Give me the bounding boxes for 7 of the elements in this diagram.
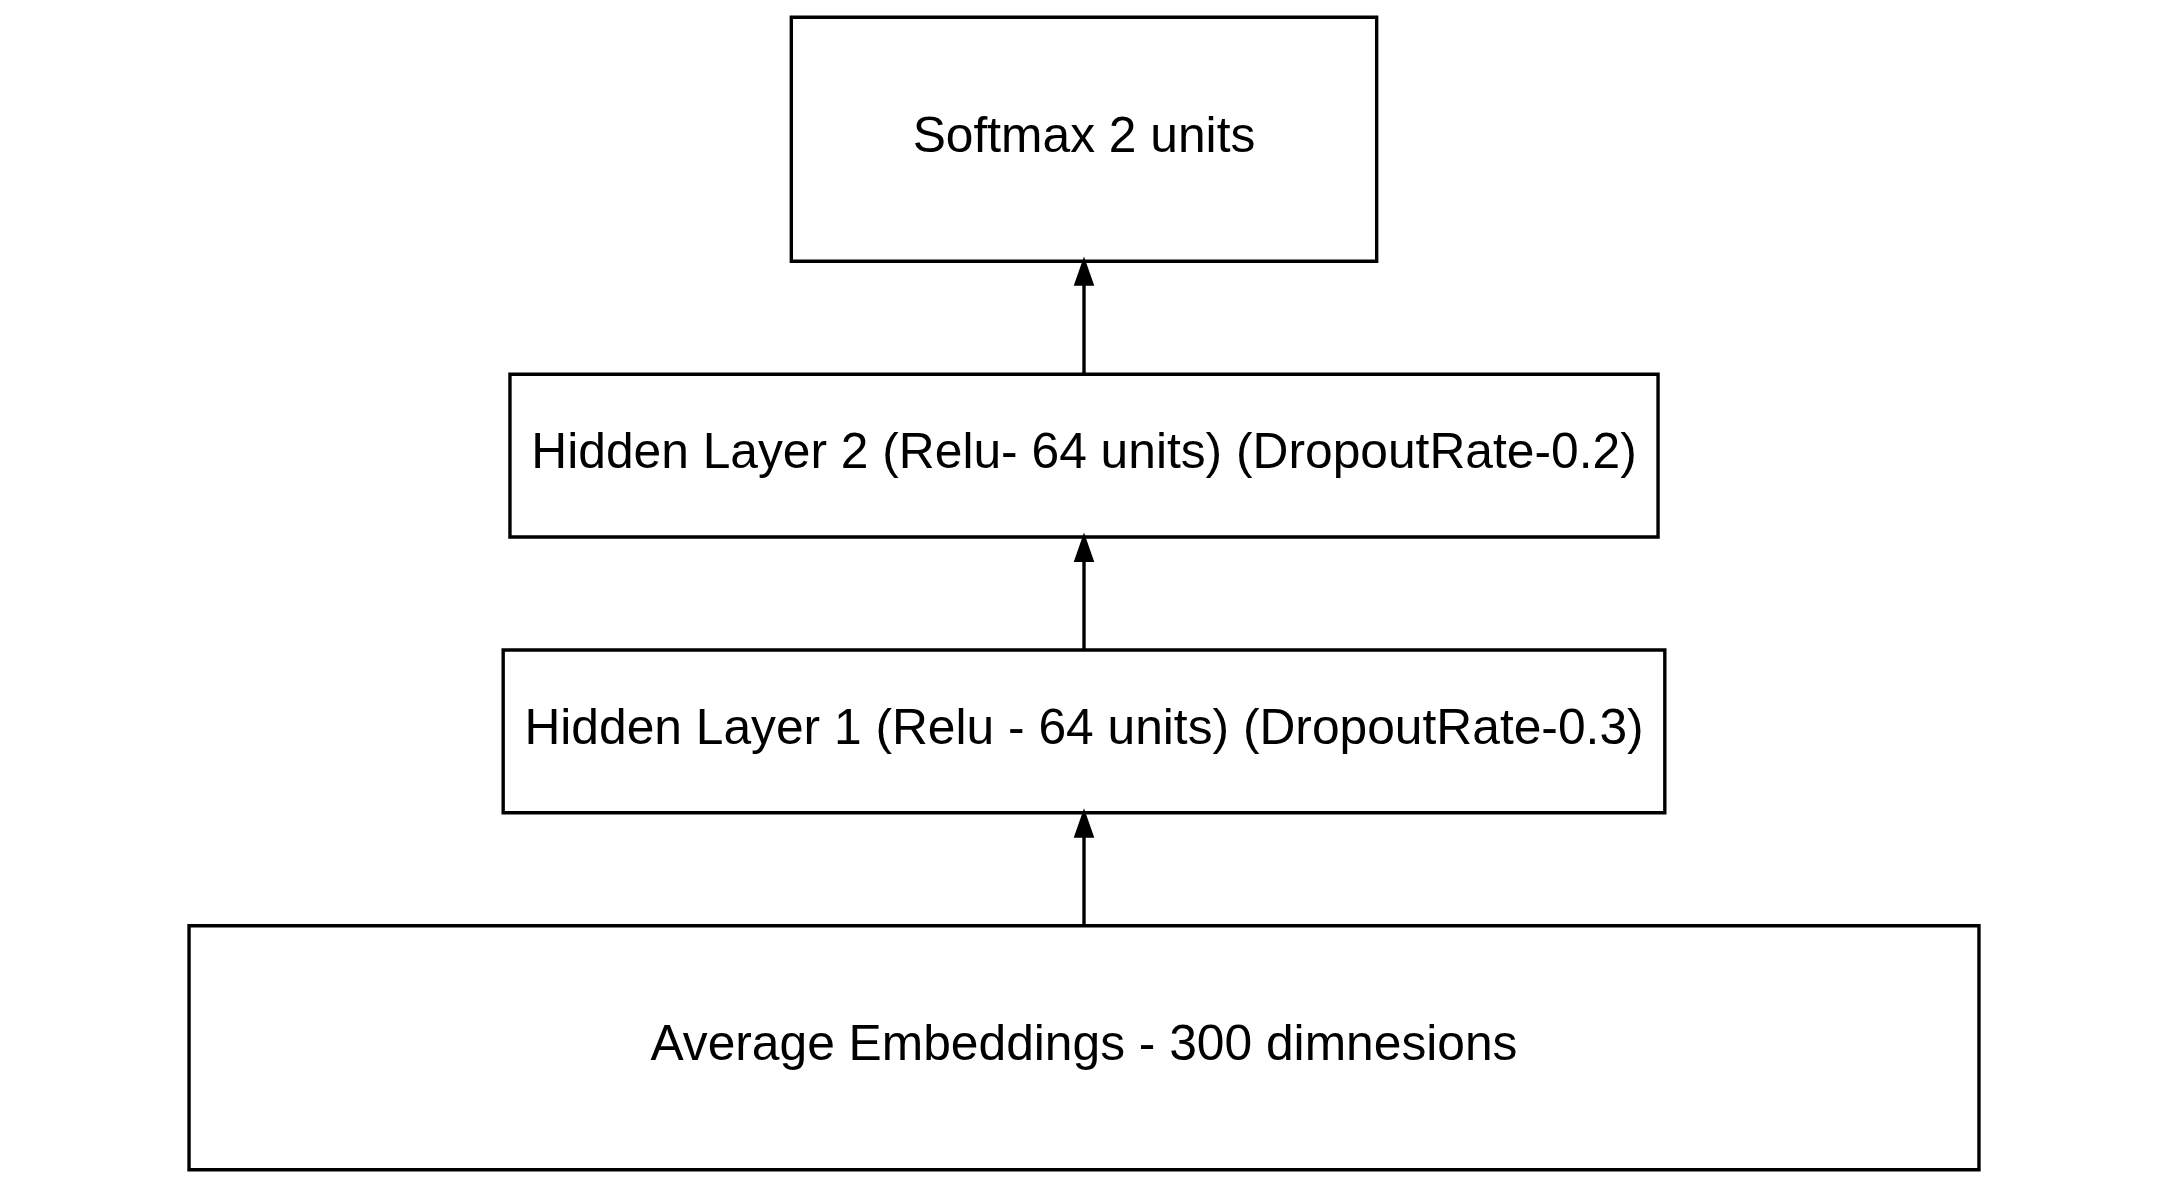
arrow (1073, 808, 1094, 925)
node-box: Hidden Layer 1 (Relu - 64 units) (DropoutRate-0.3) (501, 648, 1666, 815)
node-box: Hidden Layer 2 (Relu- 64 units) (DropoutRate-0.2) (507, 372, 1660, 539)
node-box: Softmax 2 units (789, 15, 1378, 263)
arrow (1073, 532, 1094, 650)
arrow (1073, 256, 1094, 374)
node-box: Average Embeddings - 300 dimnesions (186, 924, 1981, 1172)
